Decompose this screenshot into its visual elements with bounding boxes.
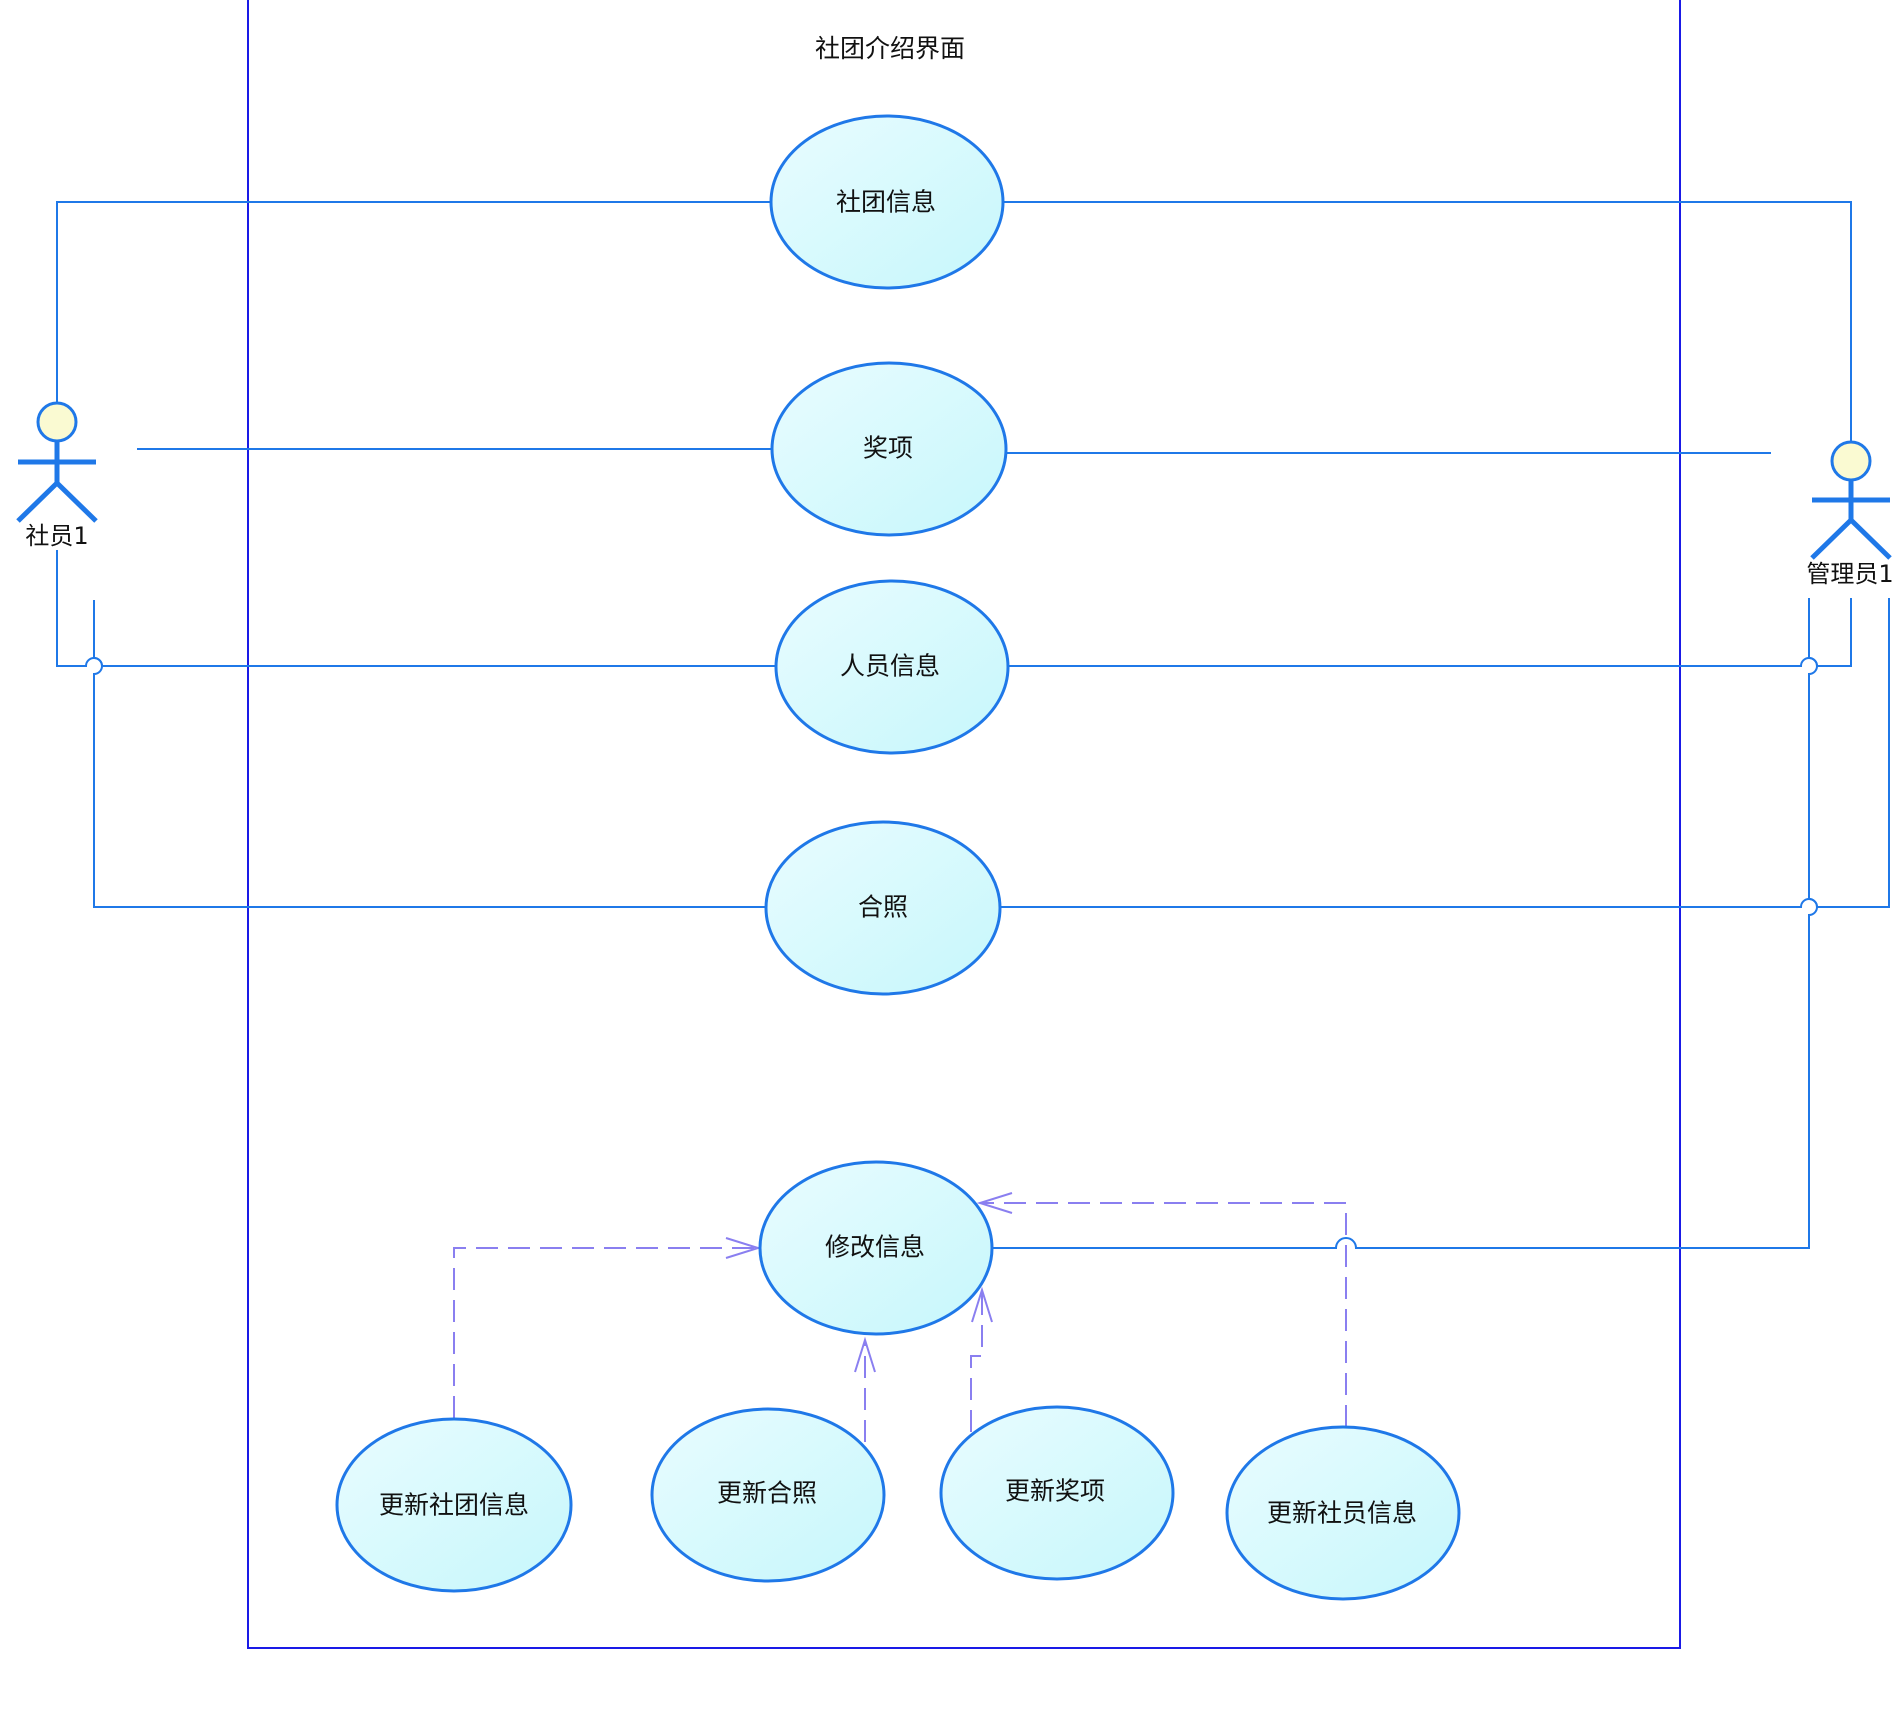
dep-update-club-info-to-modify[interactable] bbox=[453, 1247, 756, 1418]
use-case-update-club-info-label: 更新社团信息 bbox=[379, 1491, 529, 1520]
actor-member[interactable]: 社员1 bbox=[16, 401, 98, 550]
actor-member-label: 社员1 bbox=[25, 522, 88, 550]
use-case-update-club-info[interactable]: 更新社团信息 bbox=[335, 1417, 573, 1593]
use-case-update-member-info-label: 更新社员信息 bbox=[1267, 1499, 1417, 1528]
dep-update-awards-arrowhead bbox=[971, 1286, 993, 1323]
system-title: 社团介绍界面 bbox=[815, 34, 965, 63]
use-case-member-info-label: 人员信息 bbox=[840, 652, 940, 681]
assoc-admin-group-photo[interactable] bbox=[1001, 598, 1890, 908]
actor-member-head-icon bbox=[36, 401, 78, 443]
use-case-awards[interactable]: 奖项 bbox=[770, 361, 1008, 537]
actor-admin[interactable]: 管理员1 bbox=[1806, 440, 1894, 588]
use-case-update-photo[interactable]: 更新合照 bbox=[650, 1407, 886, 1583]
use-case-modify-info-label: 修改信息 bbox=[825, 1233, 925, 1262]
dep-update-member-info-arrowhead bbox=[976, 1192, 1013, 1214]
dep-update-awards-to-modify[interactable] bbox=[970, 1292, 983, 1432]
use-case-update-photo-label: 更新合照 bbox=[717, 1479, 817, 1508]
assoc-admin-modify-info[interactable] bbox=[993, 598, 1818, 1249]
dep-update-club-info-arrowhead bbox=[725, 1237, 762, 1259]
system-boundary[interactable] bbox=[247, 0, 1681, 1649]
use-case-awards-label: 奖项 bbox=[863, 434, 913, 463]
use-case-group-photo[interactable]: 合照 bbox=[764, 820, 1002, 996]
actor-admin-label: 管理员1 bbox=[1806, 560, 1893, 588]
assoc-member-group-photo[interactable] bbox=[93, 600, 766, 908]
dep-update-photo-arrowhead bbox=[854, 1336, 876, 1373]
actor-admin-head-icon bbox=[1830, 440, 1872, 482]
assoc-member-member-info[interactable] bbox=[56, 550, 775, 667]
use-case-member-info[interactable]: 人员信息 bbox=[774, 579, 1010, 755]
dep-update-member-info-to-modify[interactable] bbox=[982, 1202, 1347, 1427]
assoc-member-club-info[interactable] bbox=[56, 201, 771, 405]
use-case-club-info[interactable]: 社团信息 bbox=[769, 114, 1005, 290]
assoc-admin-club-info[interactable] bbox=[1003, 201, 1852, 442]
use-case-group-photo-label: 合照 bbox=[858, 893, 908, 922]
use-case-update-awards[interactable]: 更新奖项 bbox=[939, 1405, 1175, 1581]
use-case-club-info-label: 社团信息 bbox=[836, 188, 936, 217]
assoc-admin-member-info[interactable] bbox=[1009, 598, 1852, 667]
use-case-modify-info[interactable]: 修改信息 bbox=[758, 1160, 994, 1336]
use-case-update-awards-label: 更新奖项 bbox=[1005, 1477, 1105, 1506]
use-case-update-member-info[interactable]: 更新社员信息 bbox=[1225, 1425, 1461, 1601]
